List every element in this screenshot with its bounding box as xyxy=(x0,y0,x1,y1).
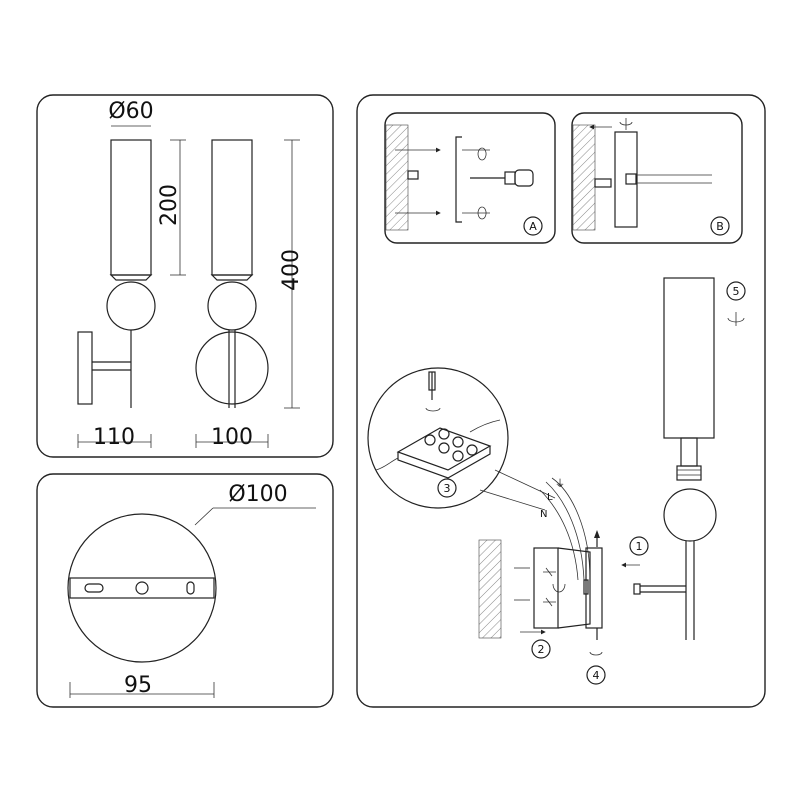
base-plate-panel: Ø100 95 xyxy=(36,473,334,708)
dim-front-diameter: Ø60 xyxy=(108,99,153,124)
step-2-label: 2 xyxy=(538,643,545,656)
subpanel-a: A xyxy=(384,112,556,244)
wall-mount: 2 4 xyxy=(478,530,606,685)
installation-panel: A B xyxy=(356,94,766,708)
dim-shade-height: 200 xyxy=(157,184,182,226)
step-b-label: B xyxy=(716,220,724,233)
dim-side-depth: 110 xyxy=(93,425,135,450)
side-view-lamp xyxy=(77,139,156,408)
step-5-label: 5 xyxy=(733,285,740,298)
wire-live-label: L xyxy=(547,492,553,503)
front-view-lamp xyxy=(195,139,269,408)
wire-neutral-label: N xyxy=(540,509,547,520)
dim-front-width: 100 xyxy=(211,425,253,450)
dim-base-diameter: Ø100 xyxy=(228,482,287,507)
step-3-label: 3 xyxy=(444,482,451,495)
step-1-label: 1 xyxy=(636,540,643,553)
assembled-lamp: 5 xyxy=(633,277,746,640)
dimensions-panel: Ø60 200 400 110 100 xyxy=(36,94,334,458)
dim-plate-length: 95 xyxy=(124,673,152,698)
step-a-label: A xyxy=(529,220,537,233)
wire-earth-label: ⏚ xyxy=(555,478,565,490)
subpanel-b: B xyxy=(571,112,743,244)
step-4-label: 4 xyxy=(593,669,600,682)
dim-total-height: 400 xyxy=(279,249,304,291)
terminal-detail: 3 xyxy=(367,367,556,511)
